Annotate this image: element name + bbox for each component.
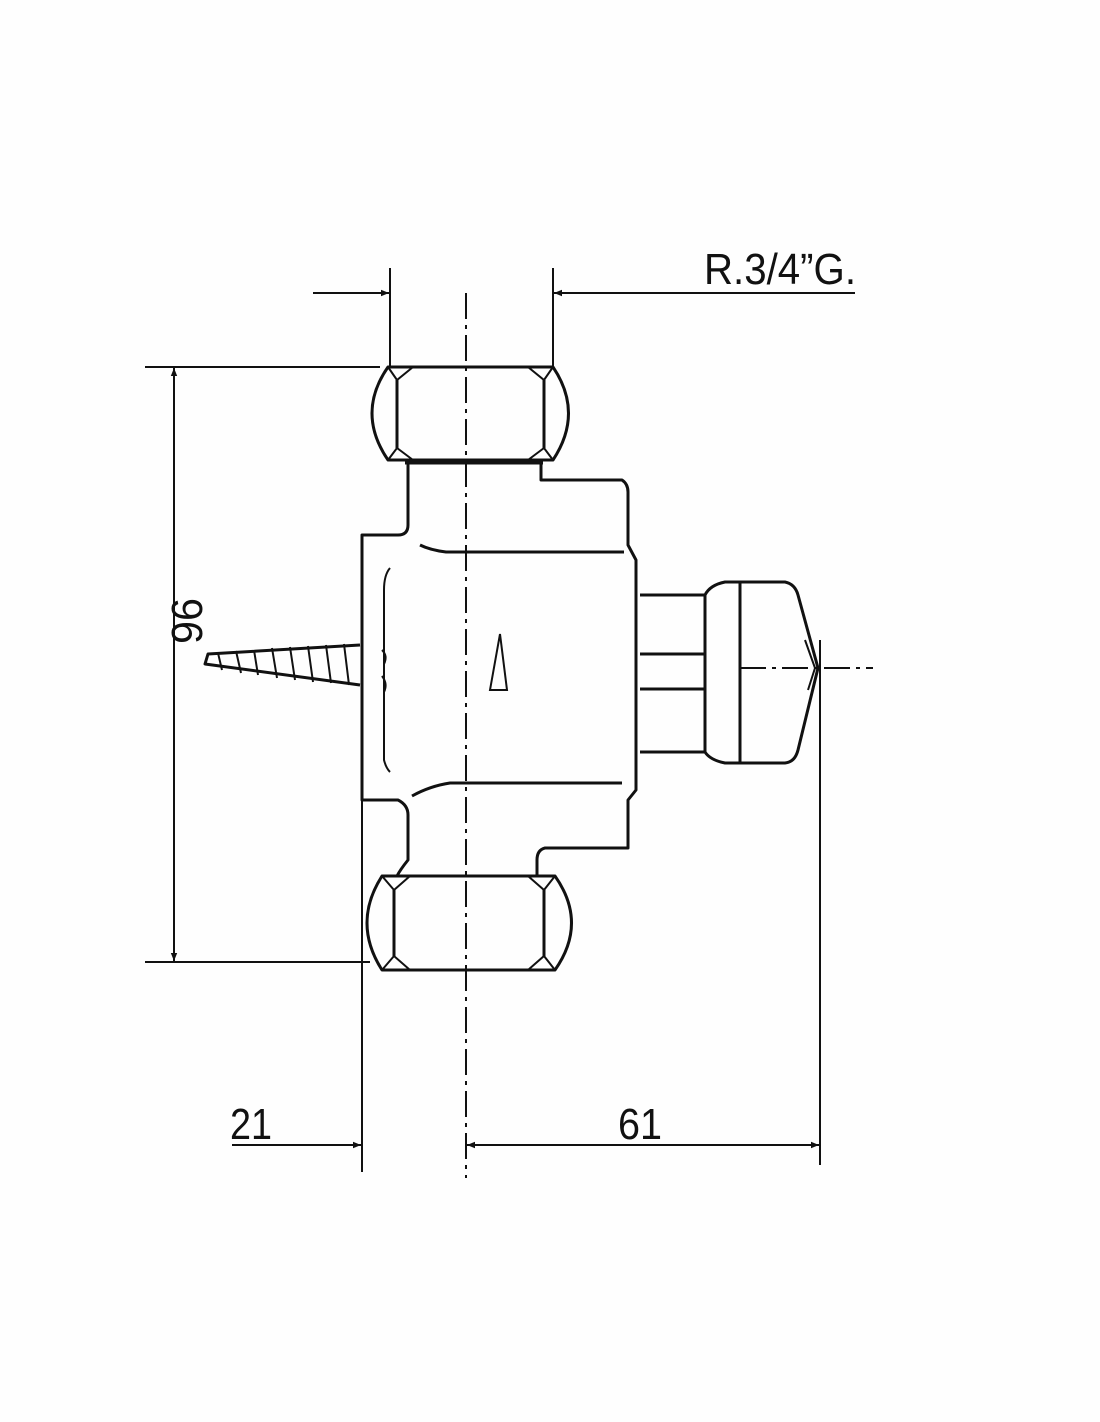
flow-arrow-icon <box>488 633 509 691</box>
push-button <box>640 580 820 765</box>
left-depth-label: 21 <box>230 1100 272 1149</box>
height-label: 96 <box>163 598 212 644</box>
wall-screw <box>203 643 361 687</box>
right-depth-label: 61 <box>618 1100 662 1149</box>
bottom-nut <box>365 874 573 972</box>
depth-dimensions: 21 61 <box>230 640 821 1172</box>
height-dimension: 96 <box>145 366 380 963</box>
valve-body <box>360 463 638 877</box>
thread-dimension: R.3/4”G. <box>313 245 856 367</box>
thread-label: R.3/4”G. <box>704 245 856 294</box>
top-nut <box>370 365 570 465</box>
